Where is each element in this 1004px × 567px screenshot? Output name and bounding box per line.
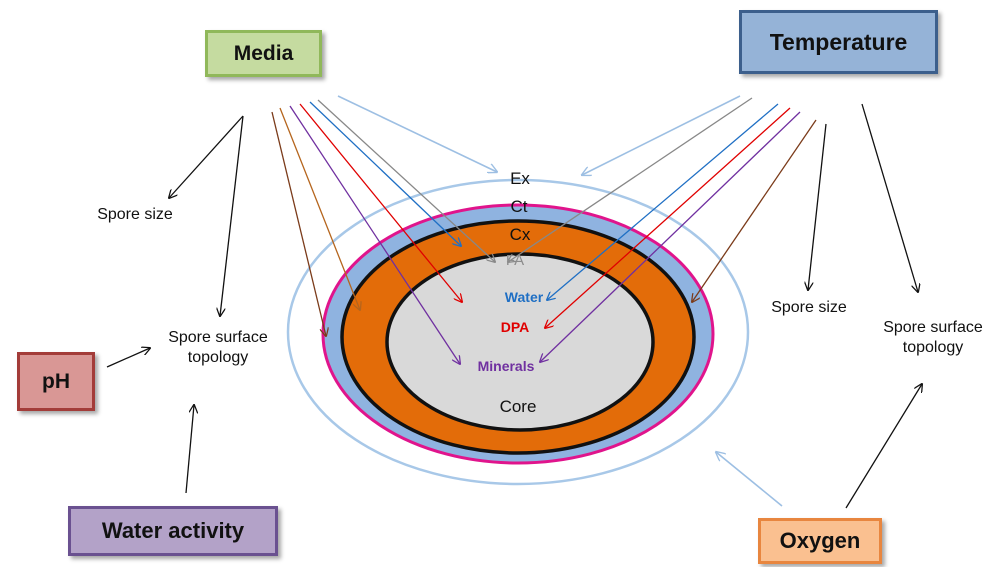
cortex-label: Cx: [510, 225, 531, 244]
media-to-water-arrow: [309, 101, 461, 246]
left-spore-size-label: Spore size: [97, 206, 173, 223]
water-activity-to-surface-topology-arrow: [185, 405, 194, 494]
coat-label: Ct: [511, 197, 528, 216]
temperature-box: Temperature: [739, 10, 938, 74]
exosporium-label: Ex: [510, 169, 530, 188]
water-activity-label: Water activity: [101, 518, 245, 543]
media-label: Media: [233, 41, 294, 65]
temperature-to-coat-arrow: [692, 119, 817, 302]
media-to-fa-arrow: [317, 99, 495, 262]
media-to-coat-arrow: [271, 111, 326, 336]
fa-label: FA: [506, 252, 524, 269]
ph-to-surface-topology-arrow: [106, 348, 150, 368]
media-box: Media: [205, 30, 322, 77]
oxygen-to-exosporium-arrow: [716, 452, 783, 507]
right-surface-topology-label: Spore surface topology: [883, 319, 983, 356]
temperature-to-fa-arrow: [508, 97, 753, 262]
media-to-spore-size-arrow: [169, 115, 244, 198]
ph-label: pH: [42, 369, 70, 393]
temperature-to-exosporium-arrow: [582, 95, 741, 175]
media-to-surface-topology-arrow: [220, 115, 244, 316]
water-activity-box: Water activity: [68, 506, 278, 556]
oxygen-label: Oxygen: [779, 528, 861, 553]
core-label: Core: [500, 397, 537, 416]
water-label: Water: [505, 289, 544, 305]
dpa-label: DPA: [501, 319, 530, 335]
temperature-to-water-arrow: [547, 103, 779, 300]
minerals-label: Minerals: [478, 358, 535, 374]
temperature-to-minerals-arrow: [540, 111, 801, 362]
oxygen-to-surface-topology-arrow: [845, 384, 922, 509]
media-to-minerals-arrow: [289, 105, 460, 364]
left-surface-topology-label: Spore surface topology: [168, 329, 268, 366]
temperature-to-spore-size-arrow: [808, 123, 827, 290]
media-to-dpa-arrow: [299, 103, 462, 302]
oxygen-box: Oxygen: [758, 518, 882, 564]
media-to-cortex-arrow: [279, 107, 360, 310]
media-to-exosporium-arrow: [337, 95, 497, 172]
right-spore-size-label: Spore size: [771, 299, 847, 316]
temperature-to-surface-topology-arrow: [861, 103, 918, 292]
ph-box: pH: [17, 352, 95, 411]
temperature-to-dpa-arrow: [545, 107, 791, 328]
temperature-label: Temperature: [769, 28, 908, 55]
exosporium-layer: [286, 178, 750, 486]
